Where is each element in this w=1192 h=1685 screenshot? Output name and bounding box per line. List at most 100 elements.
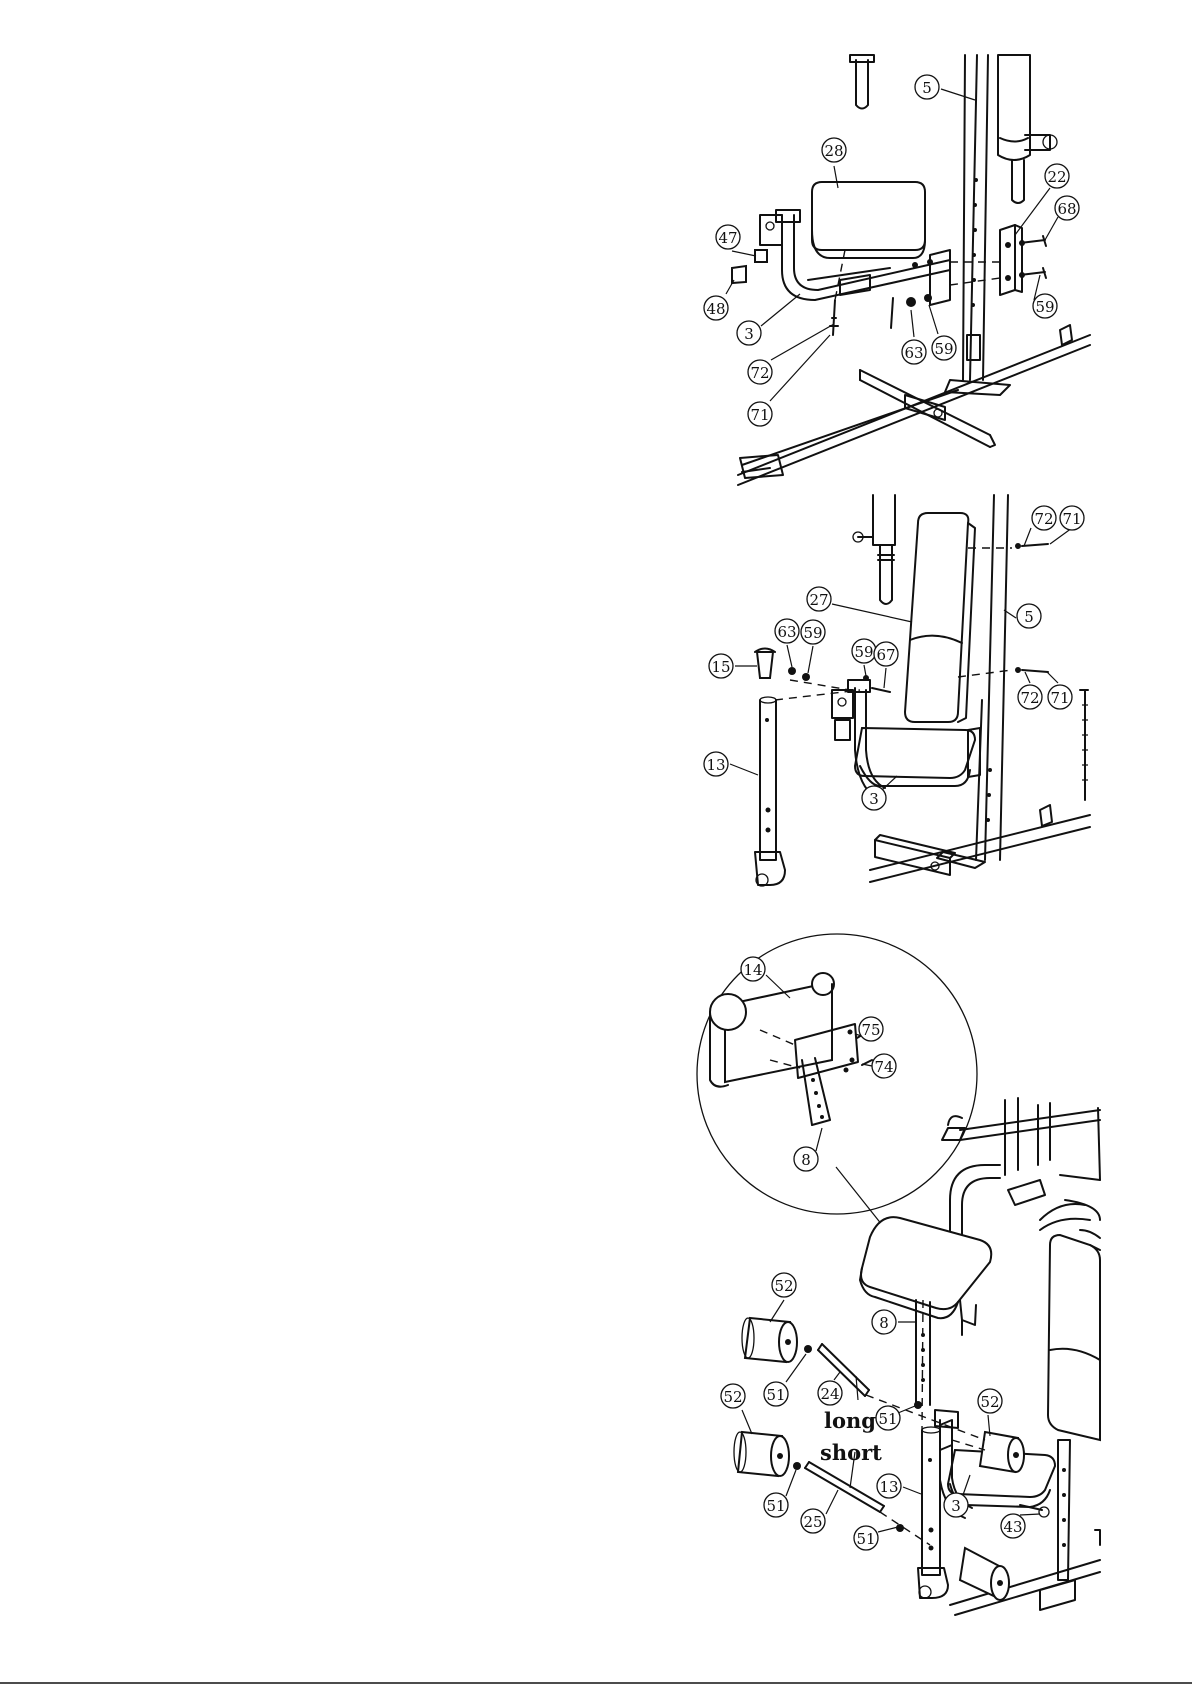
part-callout-47: 47 <box>716 225 740 249</box>
part-callout-72: 72 <box>1032 506 1056 530</box>
callout-number: 3 <box>744 325 754 343</box>
callout-number: 75 <box>861 1021 880 1039</box>
callout-number: 59 <box>854 643 873 661</box>
part-callout-13: 13 <box>877 1474 901 1498</box>
callout-number: 14 <box>743 961 762 979</box>
note-long: long <box>824 1408 876 1433</box>
callout-number: 28 <box>824 142 843 160</box>
part-callout-43: 43 <box>1001 1514 1025 1538</box>
part-callout-5: 5 <box>915 75 939 99</box>
callout-number: 51 <box>766 1386 785 1404</box>
callout-number: 51 <box>878 1410 897 1428</box>
part-callout-3: 3 <box>944 1493 968 1517</box>
part-callout-28: 28 <box>822 138 846 162</box>
part-callout-72: 72 <box>1018 685 1042 709</box>
seat-post <box>755 649 785 887</box>
callout-number: 72 <box>750 364 769 382</box>
part-callout-71: 71 <box>1060 506 1084 530</box>
callout-number: 5 <box>922 79 932 97</box>
callout-number: 48 <box>706 300 725 318</box>
upper-rod <box>850 55 874 109</box>
callout-number: 25 <box>803 1513 822 1531</box>
part-callout-51: 51 <box>764 1382 788 1406</box>
callout-number: 22 <box>1047 168 1066 186</box>
roller-pad-lower <box>734 1432 789 1476</box>
callout-number: 52 <box>774 1277 793 1295</box>
callout-number: 27 <box>809 591 828 609</box>
callout-number: 63 <box>904 344 923 362</box>
callout-number: 51 <box>766 1497 785 1515</box>
callout-number: 43 <box>1003 1518 1022 1536</box>
callout-number: 74 <box>874 1058 893 1076</box>
base-frame-3 <box>950 1530 1100 1615</box>
part-callout-51: 51 <box>876 1406 900 1430</box>
callout-number: 59 <box>1035 298 1054 316</box>
callout-number: 24 <box>820 1385 839 1403</box>
part-callout-74: 74 <box>872 1054 896 1078</box>
part-callout-72: 72 <box>748 360 772 384</box>
callout-number: 5 <box>1024 608 1034 626</box>
part-callout-59: 59 <box>852 639 876 663</box>
part-callout-52: 52 <box>978 1389 1002 1413</box>
part-callout-15: 15 <box>709 654 733 678</box>
main-post <box>963 55 988 380</box>
callout-number: 3 <box>951 1497 961 1515</box>
callout-number: 67 <box>876 646 895 664</box>
callout-number: 59 <box>803 624 822 642</box>
callout-number: 8 <box>801 1151 811 1169</box>
callout-number: 71 <box>750 406 769 424</box>
callout-number: 13 <box>706 756 725 774</box>
part-callout-51: 51 <box>854 1526 878 1550</box>
part-callout-13: 13 <box>704 752 728 776</box>
upper-rod-2 <box>853 495 895 604</box>
detail-callout <box>697 934 977 1235</box>
mounting-bracket <box>1000 225 1022 295</box>
part-callout-67: 67 <box>874 642 898 666</box>
seat-pad <box>812 182 925 258</box>
callout-number: 47 <box>718 229 737 247</box>
back-pad-3 <box>1048 1230 1100 1440</box>
callout-number: 59 <box>934 340 953 358</box>
part-callout-59: 59 <box>801 620 825 644</box>
part-callout-52: 52 <box>721 1384 745 1408</box>
part-callout-25: 25 <box>801 1509 825 1533</box>
callout-number: 72 <box>1020 689 1039 707</box>
callout-number: 72 <box>1034 510 1053 528</box>
callout-number: 13 <box>879 1478 898 1496</box>
part-callout-27: 27 <box>807 587 831 611</box>
part-callout-63: 63 <box>775 619 799 643</box>
part-callout-3: 3 <box>737 321 761 345</box>
callout-number: 8 <box>879 1314 889 1332</box>
part-callout-63: 63 <box>902 340 926 364</box>
part-callout-59: 59 <box>932 336 956 360</box>
part-callout-24: 24 <box>818 1381 842 1405</box>
part-callout-22: 22 <box>1045 164 1069 188</box>
rod-length-notes: long short <box>820 1408 882 1465</box>
diagram-3-preacher-leg-assembly: long short <box>697 934 1100 1615</box>
main-post-2 <box>976 495 1008 860</box>
part-callout-52: 52 <box>772 1273 796 1297</box>
part-callout-8: 8 <box>872 1310 896 1334</box>
callout-number: 51 <box>856 1530 875 1548</box>
part-callout-75: 75 <box>859 1017 883 1041</box>
part-callout-8: 8 <box>794 1147 818 1171</box>
note-short: short <box>820 1440 882 1465</box>
part-callout-59: 59 <box>1033 294 1057 318</box>
roller-pad-seat <box>980 1432 1024 1472</box>
roller-pad-upper <box>742 1318 797 1362</box>
part-callout-3: 3 <box>862 786 886 810</box>
part-callout-5: 5 <box>1017 604 1041 628</box>
part-callout-51: 51 <box>764 1493 788 1517</box>
part-callout-71: 71 <box>1048 685 1072 709</box>
callout-number: 52 <box>980 1393 999 1411</box>
callout-number: 3 <box>869 790 879 808</box>
part-callout-71: 71 <box>748 402 772 426</box>
diagram-1-seat-assembly <box>726 55 1090 485</box>
part-callout-68: 68 <box>1055 196 1079 220</box>
part-callout-14: 14 <box>741 957 765 981</box>
callout-number: 52 <box>723 1388 742 1406</box>
callout-number: 15 <box>711 658 730 676</box>
callout-number: 68 <box>1057 200 1076 218</box>
